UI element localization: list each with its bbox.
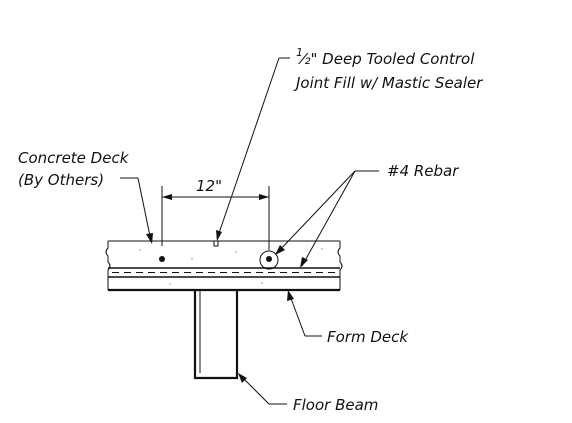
concrete-label-line1: Concrete Deck — [18, 149, 130, 167]
dimension-12in: 12" — [161, 177, 270, 250]
joint-label-line2: Joint Fill w/ Mastic Sealer — [293, 74, 483, 92]
joint-label-line1: ⁄₂" Deep Tooled Control — [298, 50, 475, 68]
floor-beam-label: Floor Beam — [293, 396, 378, 414]
concrete-deck-slab — [105, 240, 343, 292]
concrete-callout: Concrete Deck (By Others) — [18, 149, 153, 244]
control-joint-notch — [213, 241, 219, 247]
form-deck-label: Form Deck — [327, 328, 409, 346]
form-deck-callout: Form Deck — [287, 290, 409, 346]
joint-callout: 1 ⁄₂" Deep Tooled Control Joint Fill w/ … — [216, 46, 483, 241]
floor-beam-callout: Floor Beam — [238, 373, 378, 414]
rebar-label: #4 Rebar — [387, 162, 459, 180]
floor-beam-section — [193, 291, 239, 380]
rebar-right — [266, 256, 272, 262]
concrete-label-line2: (By Others) — [18, 171, 104, 189]
dimension-label: 12" — [196, 177, 222, 195]
rebar-callout: #4 Rebar — [275, 162, 459, 268]
rebar-left — [159, 256, 165, 262]
joint-label-fraction: 1 — [296, 46, 303, 59]
rebar-right-callout-circle — [259, 250, 279, 270]
